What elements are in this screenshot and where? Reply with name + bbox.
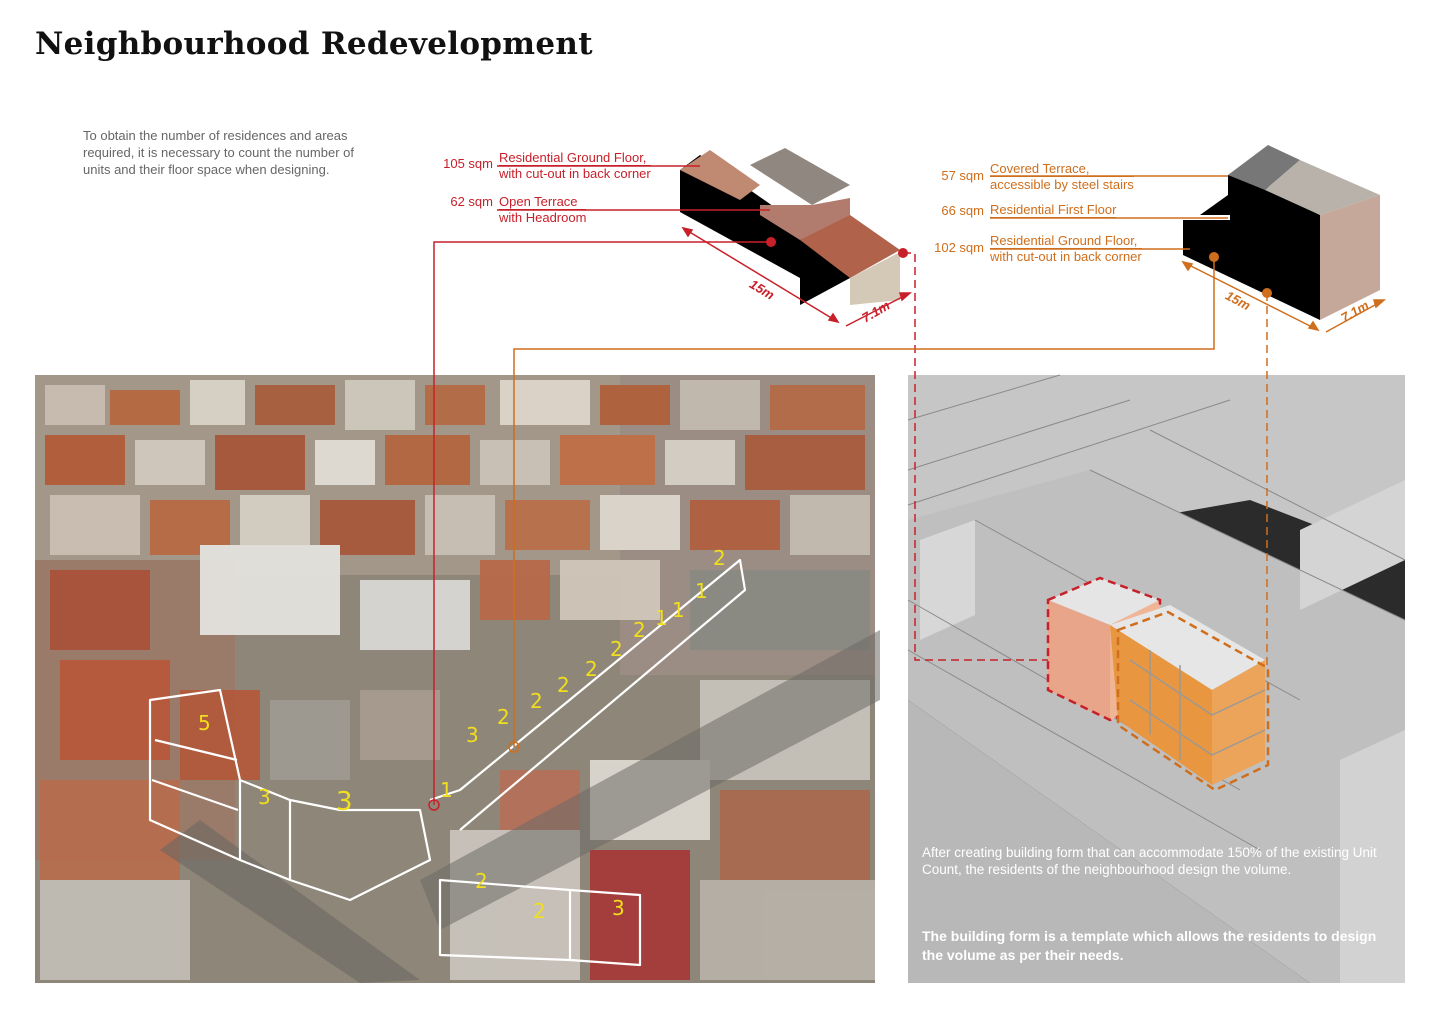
unit-count-label: 2 — [713, 546, 726, 570]
panel-statement: The building form is a template which al… — [922, 928, 1377, 963]
building-b-dimensions — [1181, 260, 1386, 333]
building-a-ground-area: 105 sqm — [443, 156, 493, 171]
unit-count-label: 3 — [466, 723, 479, 747]
building-b-ground-area: 102 sqm — [934, 240, 984, 255]
building-b-terrace-label: Covered Terrace, accessible by steel sta… — [990, 161, 1134, 192]
unit-count-label: 2 — [585, 657, 598, 681]
unit-count-label: 2 — [533, 899, 546, 923]
building-b-ground-label: Residential Ground Floor, with cut-out i… — [990, 233, 1142, 264]
building-a-ground-label: Residential Ground Floor, with cut-out i… — [499, 150, 651, 181]
unit-count-label: 2 — [610, 637, 623, 661]
building-a-terrace-label: Open Terrace with Headroom — [499, 194, 587, 225]
unit-count-label: 2 — [475, 869, 488, 893]
unit-count-label: 2 — [557, 673, 570, 697]
connector-lines — [428, 165, 1268, 811]
building-a-dimensions — [681, 226, 912, 327]
massing-model-panel — [907, 374, 1406, 983]
unit-count-label: 1 — [695, 579, 708, 603]
building-b-first-floor-area: 66 sqm — [941, 203, 984, 218]
unit-count-label: 3 — [612, 896, 625, 920]
intro-text: To obtain the number of residences and a… — [83, 128, 354, 177]
panel-description: After creating building form that can ac… — [922, 845, 1377, 877]
unit-count-label: 2 — [497, 705, 510, 729]
unit-count-label: 1 — [672, 598, 685, 622]
building-b-first-floor-label: Residential First Floor — [990, 202, 1117, 218]
unit-count-label: 5 — [198, 711, 211, 735]
building-a-model — [680, 148, 908, 305]
page-title: Neighbourhood Redevelopment — [35, 26, 593, 62]
building-b-terrace-area: 57 sqm — [941, 168, 984, 183]
building-a-terrace-area: 62 sqm — [450, 194, 493, 209]
unit-count-label: 2 — [633, 618, 646, 642]
building-b-model — [1183, 145, 1380, 320]
unit-count-label: 1 — [655, 606, 668, 630]
aerial-photo: 5 3 3 1 3 2 2 2 2 2 2 1 1 1 2 2 2 3 — [35, 375, 880, 983]
unit-count-label: 1 — [440, 778, 453, 802]
unit-count-label: 2 — [530, 689, 543, 713]
unit-count-label: 3 — [258, 785, 271, 809]
unit-count-label: 3 — [336, 787, 353, 817]
